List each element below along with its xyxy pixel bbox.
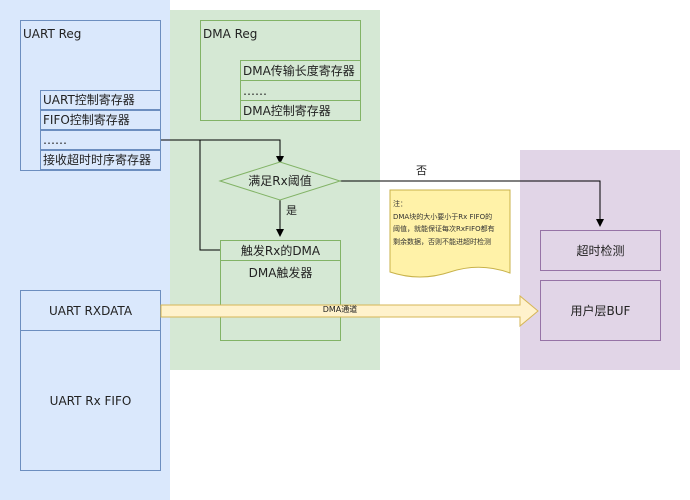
- decision-diamond: [218, 161, 342, 201]
- dma-trigger-header: 触发Rx的DMA: [220, 240, 341, 261]
- dma-channel-label: DMA通道: [322, 305, 358, 314]
- uart-region: [0, 0, 170, 500]
- uart-rx-fifo-box: UART Rx FIFO: [20, 330, 161, 471]
- note-line: 阈值，就能保证每次RxFIFO都有: [393, 225, 495, 233]
- user-buf-box: 用户层BUF: [540, 280, 661, 341]
- uart-reg-title: UART Reg: [23, 27, 82, 41]
- dma-trigger-label: DMA触发器: [248, 266, 313, 280]
- note-shape: [389, 189, 511, 278]
- uart-reg-row: UART控制寄存器: [40, 90, 161, 110]
- dma-reg-title: DMA Reg: [203, 27, 258, 41]
- decision-label: 满足Rx阈值: [248, 174, 312, 188]
- note-line: DMA块的大小要小于Rx FIFO的: [393, 212, 493, 221]
- dma-reg-row: DMA控制寄存器: [240, 100, 361, 121]
- uart-reg-row: 接收超时时序寄存器: [40, 150, 161, 170]
- note-text: 注： DMA块的大小要小于Rx FIFO的 阈值，就能保证每次RxFIFO都有 …: [393, 198, 509, 248]
- uart-reg-row: FIFO控制寄存器: [40, 110, 161, 130]
- note-line: 注：: [393, 200, 407, 208]
- dma-channel-arrow: [160, 294, 539, 328]
- connector-uart-to-trigger: [199, 140, 220, 251]
- connector-uart-to-decision: [161, 139, 284, 164]
- decision-no-label: 否: [416, 164, 427, 177]
- timeout-detect-box: 超时检测: [540, 230, 661, 271]
- note-line: 剩余数据，否则不能进超时检测: [393, 237, 491, 246]
- decision-yes-label: 是: [286, 204, 297, 217]
- uart-reg-row: ……: [40, 130, 161, 150]
- connector-no: [340, 180, 604, 227]
